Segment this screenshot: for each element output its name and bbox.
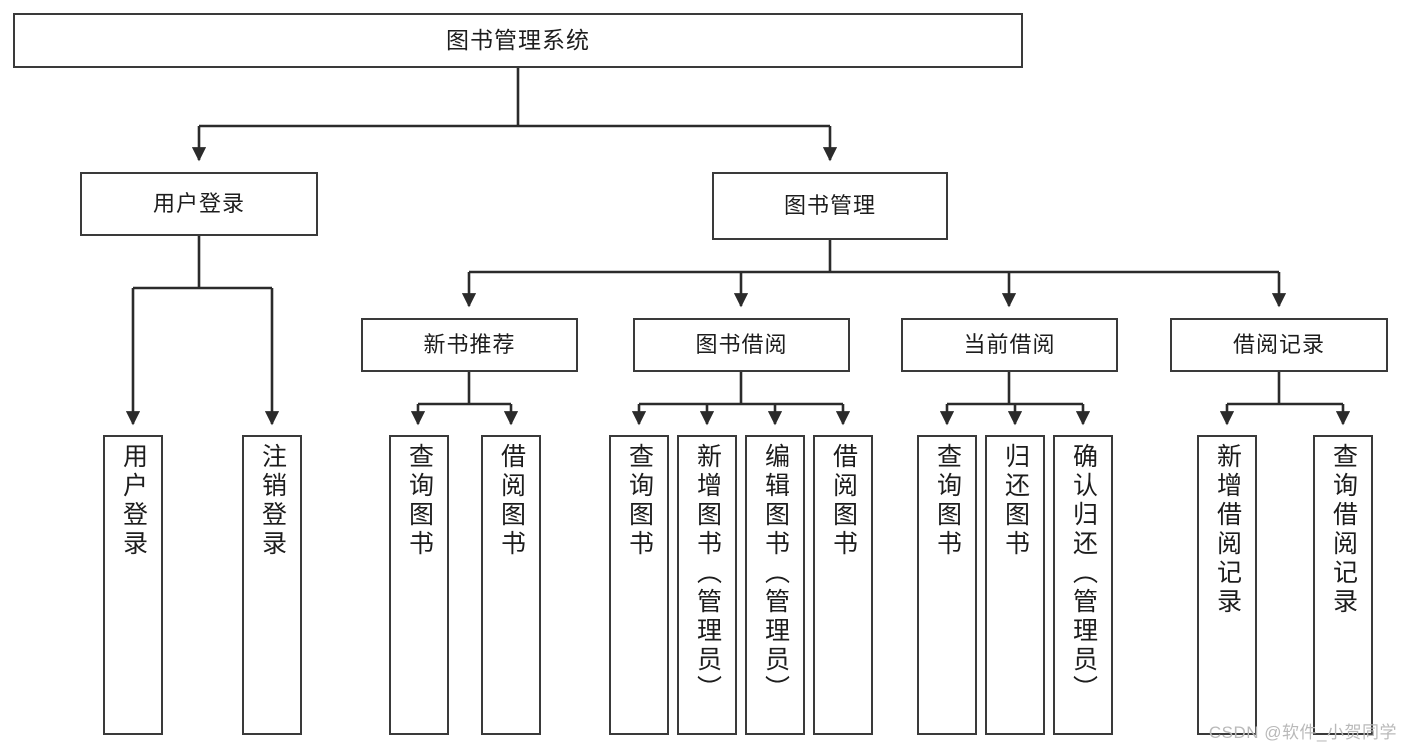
node-label: 图书借阅 [695,332,788,358]
node-label: 查询图书 [405,443,434,559]
node-book-management[interactable]: 图书管理 [712,172,948,240]
node-new-book-recommend[interactable]: 新书推荐 [361,318,578,372]
leaf-borrow-add-book-admin[interactable]: 新增图书（管理员） [677,435,737,735]
leaf-current-return-book[interactable]: 归还图书 [985,435,1045,735]
node-label: 查询图书 [625,443,654,559]
node-label: 借阅图书 [497,443,526,559]
node-label: 借阅图书 [829,443,858,559]
node-current-borrow[interactable]: 当前借阅 [901,318,1118,372]
leaf-current-query-book[interactable]: 查询图书 [917,435,977,735]
leaf-borrow-query-book[interactable]: 查询图书 [609,435,669,735]
leaf-newbook-query-book[interactable]: 查询图书 [389,435,449,735]
node-label: 确认归还（管理员） [1069,443,1098,704]
node-label: 用户登录 [152,191,245,217]
node-book-borrow[interactable]: 图书借阅 [633,318,850,372]
leaf-current-confirm-return-admin[interactable]: 确认归还（管理员） [1053,435,1113,735]
leaf-user-login[interactable]: 用户登录 [103,435,163,735]
leaf-record-add-record[interactable]: 新增借阅记录 [1197,435,1257,735]
node-label: 查询借阅记录 [1329,443,1358,617]
leaf-borrow-edit-book-admin[interactable]: 编辑图书（管理员） [745,435,805,735]
node-borrow-record[interactable]: 借阅记录 [1170,318,1388,372]
node-label: 归还图书 [1001,443,1030,559]
leaf-user-logout[interactable]: 注销登录 [242,435,302,735]
node-label: 新书推荐 [423,332,516,358]
node-label: 图书管理 [783,193,876,219]
leaf-borrow-borrow-book[interactable]: 借阅图书 [813,435,873,735]
node-label: 新增借阅记录 [1213,443,1242,617]
node-label: 注销登录 [258,443,287,559]
node-user-login[interactable]: 用户登录 [80,172,318,236]
node-root-system[interactable]: 图书管理系统 [13,13,1023,68]
node-label: 借阅记录 [1232,332,1325,358]
leaf-newbook-borrow-book[interactable]: 借阅图书 [481,435,541,735]
leaf-record-query-record[interactable]: 查询借阅记录 [1313,435,1373,735]
node-label: 查询图书 [933,443,962,559]
node-label: 当前借阅 [963,332,1056,358]
node-label: 编辑图书（管理员） [761,443,790,704]
node-label: 用户登录 [119,443,148,559]
node-label: 新增图书（管理员） [693,443,722,704]
node-label: 图书管理系统 [446,26,590,53]
